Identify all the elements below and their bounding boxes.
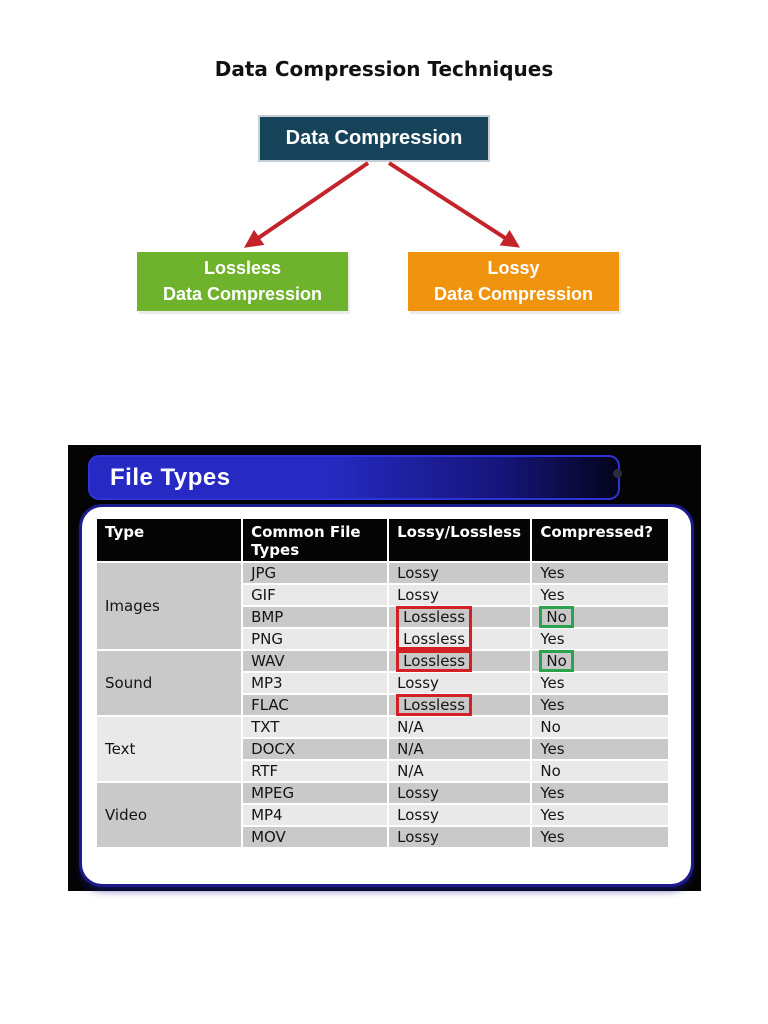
file-types-table: Type Common File Types Lossy/Lossless Co… bbox=[95, 517, 670, 849]
cell-compressed: No bbox=[532, 606, 668, 628]
arrow-to-lossy bbox=[387, 161, 521, 248]
cell-lossy: Lossless bbox=[389, 622, 531, 650]
column-header-compressed: Compressed? bbox=[532, 519, 668, 561]
cell-file: GIF bbox=[243, 585, 388, 605]
table-row: Sound WAV Lossless No bbox=[97, 650, 668, 715]
cell-compressed: Yes bbox=[532, 673, 668, 693]
table-row: Video MPEG Lossy Yes bbox=[97, 783, 668, 847]
diagram-node-data-compression: Data Compression bbox=[258, 115, 490, 162]
cell-compressed: No bbox=[532, 761, 668, 781]
cell-file: DOCX bbox=[243, 739, 388, 759]
cell-file: PNG bbox=[243, 629, 388, 649]
cell-file: MPEG bbox=[243, 783, 388, 803]
file-types-section: File Types Type Common File Types Lossy/… bbox=[68, 445, 701, 891]
cell-compressed: Yes bbox=[532, 739, 668, 759]
column-header-common-file-types: Common File Types bbox=[243, 519, 388, 561]
page-title: Data Compression Techniques bbox=[214, 57, 554, 81]
cell-lossy: Lossless bbox=[389, 694, 531, 716]
red-highlight-box: Lossless bbox=[396, 650, 472, 672]
cell-compressed: Yes bbox=[532, 695, 668, 715]
red-highlight-box: Lossless bbox=[396, 694, 472, 716]
cell-lossy: N/A bbox=[389, 761, 531, 781]
group-cell-sound: Sound bbox=[97, 651, 242, 715]
green-highlight-box: No bbox=[539, 650, 575, 672]
group-cell-text: Text bbox=[97, 717, 242, 781]
table-row: DOCX N/A Yes bbox=[97, 739, 668, 759]
cell-file: WAV bbox=[243, 651, 388, 671]
group-cell-images: Images bbox=[97, 563, 242, 649]
table-row: BMP Lossless No bbox=[97, 606, 668, 634]
cell-file: MP3 bbox=[243, 673, 388, 693]
red-highlight-box: Lossless bbox=[396, 622, 472, 650]
table-row: RTF N/A No bbox=[97, 761, 668, 781]
column-header-lossy-lossless: Lossy/Lossless bbox=[389, 519, 531, 561]
table-row: MOV Lossy Yes bbox=[97, 827, 668, 847]
table-row: PNG Lossless Yes bbox=[97, 622, 668, 650]
cell-compressed: Yes bbox=[532, 783, 668, 803]
table-row: FLAC Lossless Yes bbox=[97, 694, 668, 716]
cell-compressed: No bbox=[532, 717, 668, 737]
cell-lossy: Lossy bbox=[389, 827, 531, 847]
cell-lossy: Lossy bbox=[389, 585, 531, 605]
cell-file: MP4 bbox=[243, 805, 388, 825]
group-cell-video: Video bbox=[97, 783, 242, 847]
cell-file: JPG bbox=[243, 563, 388, 583]
cell-compressed: Yes bbox=[532, 585, 668, 605]
file-types-panel: Type Common File Types Lossy/Lossless Co… bbox=[82, 507, 691, 884]
cell-compressed: Yes bbox=[532, 563, 668, 583]
cell-file: MOV bbox=[243, 827, 388, 847]
cell-lossy: Lossy bbox=[389, 783, 531, 803]
diagram-node-lossless: Lossless Data Compression bbox=[137, 252, 348, 311]
diagram-arrows bbox=[244, 161, 521, 248]
cell-compressed: Yes bbox=[532, 827, 668, 847]
cell-lossy: N/A bbox=[389, 717, 531, 737]
lossy-line2: Data Compression bbox=[433, 283, 594, 304]
cell-compressed: No bbox=[532, 650, 668, 672]
cell-lossy: Lossless bbox=[389, 650, 531, 672]
cell-lossy: Lossy bbox=[389, 563, 531, 583]
table-row: MP3 Lossy Yes bbox=[97, 673, 668, 693]
green-highlight-box: No bbox=[539, 606, 575, 628]
red-highlight-box: Lossless bbox=[396, 606, 472, 634]
file-types-header-bar: File Types bbox=[88, 455, 620, 500]
table-row: GIF Lossy Yes bbox=[97, 585, 668, 605]
cell-compressed: Yes bbox=[532, 805, 668, 825]
table-row: Text TXT N/A No bbox=[97, 717, 668, 781]
cell-file: BMP bbox=[243, 607, 388, 627]
cell-lossy: Lossy bbox=[389, 805, 531, 825]
table-row: Images JPG Lossy Yes bbox=[97, 563, 668, 649]
lossless-line2: Data Compression bbox=[162, 283, 323, 304]
lossless-line1: Lossless bbox=[203, 258, 282, 279]
cell-lossy: N/A bbox=[389, 739, 531, 759]
diagram-node-lossy: Lossy Data Compression bbox=[408, 252, 619, 311]
table-row: MP4 Lossy Yes bbox=[97, 805, 668, 825]
arrow-to-lossless bbox=[244, 161, 370, 248]
lossy-line1: Lossy bbox=[487, 258, 540, 279]
cell-file: RTF bbox=[243, 761, 388, 781]
cell-lossy: Lossless bbox=[389, 606, 531, 634]
cell-lossy: Lossy bbox=[389, 673, 531, 693]
cell-file: TXT bbox=[243, 717, 388, 737]
cell-compressed: Yes bbox=[532, 629, 668, 649]
header-bar-end-ornament bbox=[613, 469, 622, 478]
cell-file: FLAC bbox=[243, 695, 388, 715]
column-header-type: Type bbox=[97, 519, 242, 561]
table-header-row: Type Common File Types Lossy/Lossless Co… bbox=[97, 519, 668, 561]
